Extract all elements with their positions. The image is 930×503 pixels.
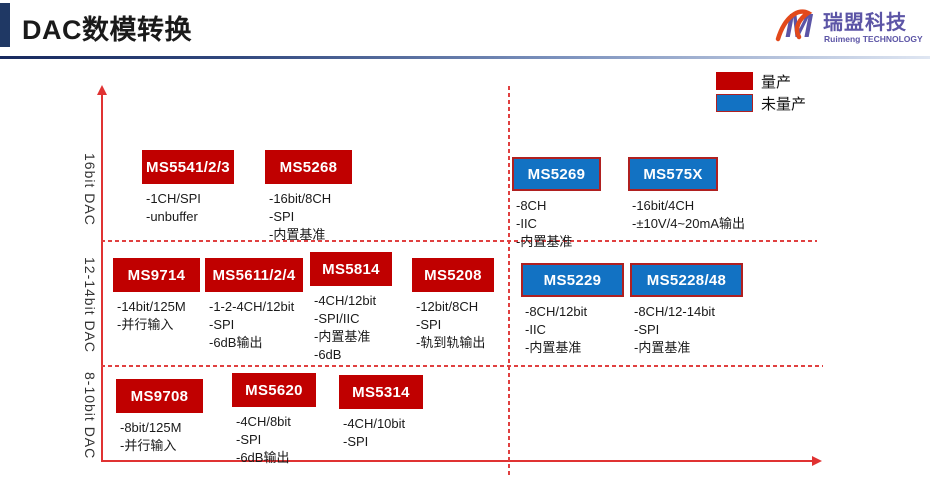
company-logo: M 瑞盟科技 Ruimeng TECHNOLOGY [773, 4, 925, 48]
chip-detail-line: -内置基准 [269, 227, 326, 242]
chip-ms575x: MS575X -16bit/4CH -±10V/4~20mA输出 [628, 157, 745, 233]
chip-label: MS5229 [521, 263, 624, 297]
legend-item-produced: 量产 [716, 70, 916, 92]
chip-detail-line: -4CH/8bit [236, 414, 291, 429]
chip-ms5814: MS5814 -4CH/12bit -SPI/IIC -内置基准 -6dB [310, 252, 392, 364]
chip-ms5268: MS5268 -16bit/8CH -SPI -内置基准 [265, 150, 352, 244]
chip-label: MS575X [628, 157, 718, 191]
chip-detail-line: -unbuffer [146, 209, 198, 224]
legend-label-not-produced: 未量产 [761, 95, 807, 113]
chip-detail-line: -SPI [269, 209, 295, 224]
chip-detail-line: -内置基准 [314, 329, 371, 344]
chip-detail-line: -6dB输出 [236, 450, 290, 465]
y-axis-line [101, 94, 103, 461]
chip-label: MS5228/48 [630, 263, 743, 297]
rm-monogram-icon: M [775, 7, 814, 44]
chip-label: MS5314 [339, 375, 423, 409]
chip-details: -16bit/8CH -SPI -内置基准 [265, 190, 352, 244]
chip-label: MS5268 [265, 150, 352, 184]
chip-detail-line: -内置基准 [525, 340, 582, 355]
header-divider [0, 56, 930, 59]
chip-detail-line: -IIC [525, 322, 546, 337]
y-axis-arrow-icon [97, 85, 107, 95]
chip-detail-line: -轨到轨输出 [416, 335, 486, 350]
chip-detail-line: -14bit/125M [117, 299, 186, 314]
chip-detail-line: -16bit/8CH [269, 191, 332, 206]
chip-detail-line: -SPI [209, 317, 235, 332]
chip-detail-line: -12bit/8CH [416, 299, 479, 314]
chip-details: -4CH/8bit -SPI -6dB输出 [232, 413, 316, 467]
chip-detail-line: -IIC [516, 216, 537, 231]
chip-ms5229: MS5229 -8CH/12bit -IIC -内置基准 [521, 263, 624, 357]
chip-details: -14bit/125M -并行输入 [113, 298, 200, 334]
row-divider-16bit-12bit [101, 240, 817, 242]
y-axis-group-label-12-14bit: 12-14bit DAC [82, 256, 98, 354]
chip-details: -16bit/4CH -±10V/4~20mA输出 [628, 197, 745, 233]
chip-detail-line: -4CH/12bit [314, 293, 377, 308]
chip-label: MS9708 [116, 379, 203, 413]
y-axis-group-label-8-10bit: 8-10bit DAC [82, 372, 98, 460]
chip-detail-line: -内置基准 [516, 234, 573, 249]
chip-ms5269: MS5269 -8CH -IIC -内置基准 [512, 157, 601, 251]
chip-detail-line: -±10V/4~20mA输出 [632, 216, 745, 231]
chip-detail-line: -SPI [416, 317, 442, 332]
chip-details: -8CH/12-14bit -SPI -内置基准 [630, 303, 743, 357]
chip-detail-line: -8CH [516, 198, 547, 213]
chip-details: -8bit/125M -并行输入 [116, 419, 203, 455]
legend-item-not-produced: 未量产 [716, 92, 916, 114]
logo-brand-en: Ruimeng TECHNOLOGY [824, 34, 923, 44]
x-axis-line [101, 460, 813, 462]
logo-graphic: M 瑞盟科技 Ruimeng TECHNOLOGY [775, 7, 923, 44]
chip-detail-line: -6dB输出 [209, 335, 263, 350]
chip-details: -1CH/SPI -unbuffer [142, 190, 234, 226]
row-divider-12bit-8bit [101, 365, 823, 367]
legend-swatch-blue [716, 94, 753, 112]
chip-ms5611-2-4: MS5611/2/4 -1-2-4CH/12bit -SPI -6dB输出 [205, 258, 303, 352]
chip-detail-line: -8CH/12-14bit [634, 304, 715, 319]
chip-ms9714: MS9714 -14bit/125M -并行输入 [113, 258, 200, 334]
chip-label: MS5611/2/4 [205, 258, 303, 292]
chip-ms5228-48: MS5228/48 -8CH/12-14bit -SPI -内置基准 [630, 263, 743, 357]
chip-details: -1-2-4CH/12bit -SPI -6dB输出 [205, 298, 303, 352]
chip-details: -4CH/10bit -SPI [339, 415, 423, 451]
legend-label-produced: 量产 [761, 73, 792, 91]
header-accent-bar [0, 3, 10, 47]
chip-details: -8CH/12bit -IIC -内置基准 [521, 303, 624, 357]
chip-detail-line: -SPI/IIC [314, 311, 360, 326]
chip-details: -8CH -IIC -内置基准 [512, 197, 601, 251]
legend-swatch-red [716, 72, 753, 90]
chip-detail-line: -6dB [314, 347, 342, 362]
chip-label: MS5814 [310, 252, 392, 286]
logo-brand-cn: 瑞盟科技 [823, 10, 907, 34]
chip-detail-line: -1-2-4CH/12bit [209, 299, 295, 314]
chip-detail-line: -并行输入 [120, 438, 177, 453]
chip-details: -12bit/8CH -SPI -轨到轨输出 [412, 298, 494, 352]
chip-detail-line: -8CH/12bit [525, 304, 588, 319]
chip-label: MS5269 [512, 157, 601, 191]
chip-details: -4CH/12bit -SPI/IIC -内置基准 -6dB [310, 292, 392, 364]
legend: 量产 未量产 [716, 70, 916, 114]
x-axis-arrow-icon [812, 456, 822, 466]
chip-label: MS5541/2/3 [142, 150, 234, 184]
chip-label: MS5208 [412, 258, 494, 292]
chip-detail-line: -SPI [236, 432, 262, 447]
page-title: DAC数模转换 [22, 15, 192, 45]
chip-label: MS9714 [113, 258, 200, 292]
chip-detail-line: -16bit/4CH [632, 198, 695, 213]
chip-ms5620: MS5620 -4CH/8bit -SPI -6dB输出 [232, 373, 316, 467]
chip-detail-line: -并行输入 [117, 317, 174, 332]
chip-detail-line: -4CH/10bit [343, 416, 406, 431]
chip-ms5208: MS5208 -12bit/8CH -SPI -轨到轨输出 [412, 258, 494, 352]
chip-detail-line: -SPI [343, 434, 369, 449]
chip-detail-line: -SPI [634, 322, 660, 337]
chip-ms9708: MS9708 -8bit/125M -并行输入 [116, 379, 203, 455]
chip-detail-line: -内置基准 [634, 340, 691, 355]
chip-ms5314: MS5314 -4CH/10bit -SPI [339, 375, 423, 451]
chip-label: MS5620 [232, 373, 316, 407]
chip-detail-line: -8bit/125M [120, 420, 182, 435]
chip-detail-line: -1CH/SPI [146, 191, 201, 206]
chip-ms5541-2-3: MS5541/2/3 -1CH/SPI -unbuffer [142, 150, 234, 226]
y-axis-group-label-16bit: 16bit DAC [82, 152, 98, 226]
column-divider-produced-unproduced [508, 86, 510, 478]
